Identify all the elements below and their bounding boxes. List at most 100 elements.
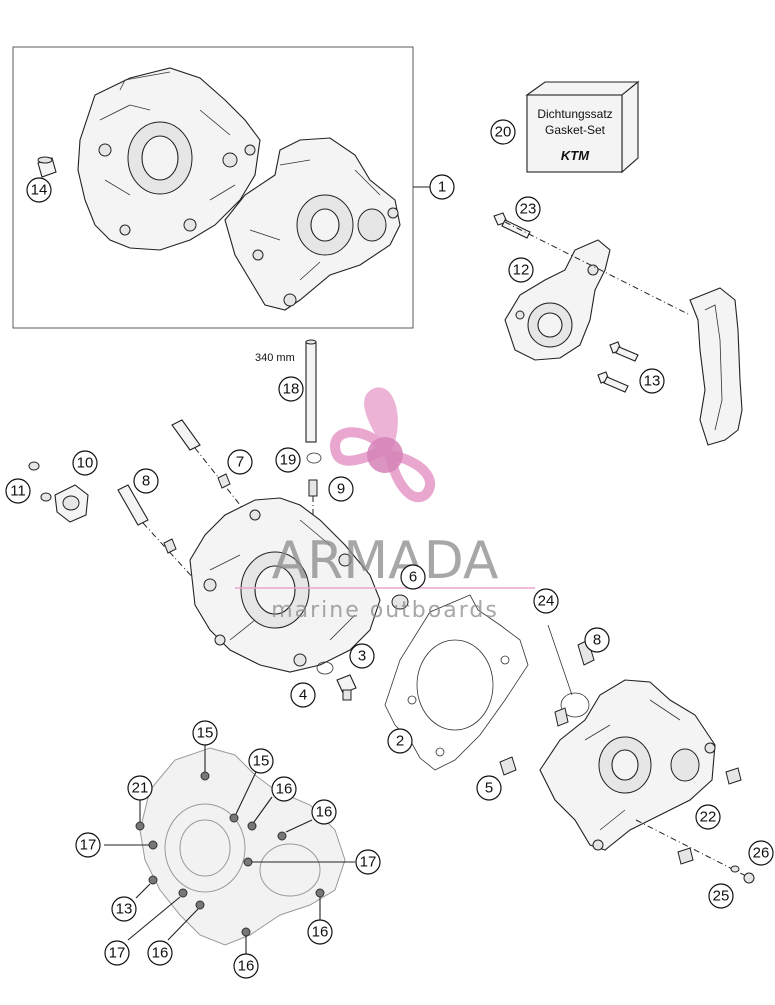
crankcase-half-left-drawing — [77, 67, 261, 251]
callout-16a: 16 — [271, 776, 297, 802]
svg-text:8: 8 — [142, 473, 150, 490]
bushing-6-drawing — [391, 594, 409, 610]
svg-text:5: 5 — [485, 780, 493, 797]
svg-text:9: 9 — [337, 481, 345, 498]
svg-text:20: 20 — [495, 124, 512, 141]
callout-7: 7 — [227, 449, 253, 475]
callout-4: 4 — [290, 682, 316, 708]
callout-18: 18 — [278, 376, 304, 402]
bolts-13-drawing — [597, 341, 639, 393]
gasket-set-box: Dichtungssatz Gasket-Set KTM — [525, 80, 640, 174]
oring-4-drawing — [316, 661, 334, 675]
crankcase-half-right-drawing — [224, 137, 401, 311]
crankcase-main-drawing — [189, 497, 381, 673]
svg-text:13: 13 — [644, 373, 661, 390]
svg-text:12: 12 — [513, 262, 530, 279]
bracket-12-drawing — [504, 239, 611, 361]
callout-15a: 15 — [192, 720, 218, 746]
svg-text:14: 14 — [31, 182, 48, 199]
svg-text:17: 17 — [360, 854, 377, 871]
watermark-tagline: marine outboards — [271, 598, 499, 623]
svg-text:16: 16 — [312, 924, 329, 941]
sleeves-5-22-drawing — [499, 639, 755, 884]
svg-text:16: 16 — [238, 958, 255, 975]
svg-text:3: 3 — [358, 648, 366, 665]
callout-24: 24 — [533, 588, 559, 614]
armada-watermark: ARMADA marine outboards — [235, 387, 535, 623]
callout-16e: 16 — [307, 919, 333, 945]
callout-13a: 13 — [639, 368, 665, 394]
cover-leader-lines — [104, 744, 355, 955]
callout-15b: 15 — [248, 748, 274, 774]
svg-text:13: 13 — [116, 901, 133, 918]
svg-text:2: 2 — [396, 733, 404, 750]
circlip-24-drawing — [547, 624, 590, 718]
axis-line-23 — [504, 221, 691, 316]
svg-text:4: 4 — [299, 687, 307, 704]
svg-text:26: 26 — [753, 845, 770, 862]
svg-text:18: 18 — [283, 381, 300, 398]
callout-16d: 16 — [233, 953, 259, 979]
svg-text:24: 24 — [538, 593, 555, 610]
callout-9: 9 — [328, 476, 354, 502]
screws-11-drawing — [28, 461, 52, 502]
svg-text:15: 15 — [197, 725, 214, 742]
callout-22: 22 — [695, 804, 721, 830]
svg-text:6: 6 — [409, 569, 417, 586]
svg-text:19: 19 — [280, 452, 297, 469]
svg-text:10: 10 — [77, 455, 94, 472]
svg-text:21: 21 — [132, 780, 149, 797]
gasket-2-drawing — [384, 594, 529, 771]
callout-2: 2 — [387, 728, 413, 754]
callout-5: 5 — [476, 775, 502, 801]
svg-text:17: 17 — [80, 837, 97, 854]
rod-18-drawing — [305, 339, 317, 443]
callout-10: 10 — [72, 450, 98, 476]
callout-1: 1 — [429, 174, 455, 200]
plug-3-drawing — [336, 674, 357, 701]
propeller-icon — [329, 387, 436, 503]
callout-26: 26 — [748, 840, 774, 866]
callout-12: 12 — [508, 257, 534, 283]
rod-length-label: 340 mm — [255, 352, 295, 364]
svg-text:16: 16 — [316, 804, 333, 821]
watermark-brand: ARMADA — [272, 531, 499, 591]
svg-text:15: 15 — [253, 753, 270, 770]
dowel-pin-14-drawing — [37, 156, 57, 178]
svg-text:1: 1 — [438, 179, 446, 196]
svg-text:17: 17 — [109, 945, 126, 962]
svg-text:8: 8 — [593, 632, 601, 649]
callout-16b: 16 — [311, 799, 337, 825]
callout-19: 19 — [275, 447, 301, 473]
callout-6: 6 — [400, 564, 426, 590]
callout-16c: 16 — [147, 940, 173, 966]
callout-17a: 17 — [75, 832, 101, 858]
studs-7-8-drawing — [117, 419, 253, 581]
svg-text:23: 23 — [520, 201, 537, 218]
callout-11: 11 — [5, 478, 31, 504]
crankcase-half-right-lower-drawing — [539, 679, 716, 851]
callout-8b: 8 — [584, 627, 610, 653]
gasket-set-label-en: Gasket-Set — [545, 123, 606, 137]
callout-17c: 17 — [104, 940, 130, 966]
cover-plate-10-drawing — [54, 484, 89, 523]
clip-19-drawing — [306, 452, 322, 464]
svg-text:11: 11 — [10, 483, 26, 500]
callout-14: 14 — [26, 177, 52, 203]
callout-20: 20 — [490, 119, 516, 145]
svg-text:16: 16 — [276, 781, 293, 798]
ktm-logo: KTM — [561, 148, 590, 163]
svg-text:7: 7 — [236, 454, 244, 471]
frame-guard-drawing — [689, 287, 743, 446]
callout-21: 21 — [127, 775, 153, 801]
gasket-set-label-de: Dichtungssatz — [537, 107, 612, 121]
callout-8a: 8 — [133, 468, 159, 494]
callout-3: 3 — [349, 643, 375, 669]
svg-text:25: 25 — [713, 888, 730, 905]
svg-text:16: 16 — [152, 945, 169, 962]
callout-13b: 13 — [111, 896, 137, 922]
callout-25: 25 — [708, 883, 734, 909]
svg-text:22: 22 — [700, 809, 717, 826]
ghost-cover-drawing — [139, 747, 346, 946]
